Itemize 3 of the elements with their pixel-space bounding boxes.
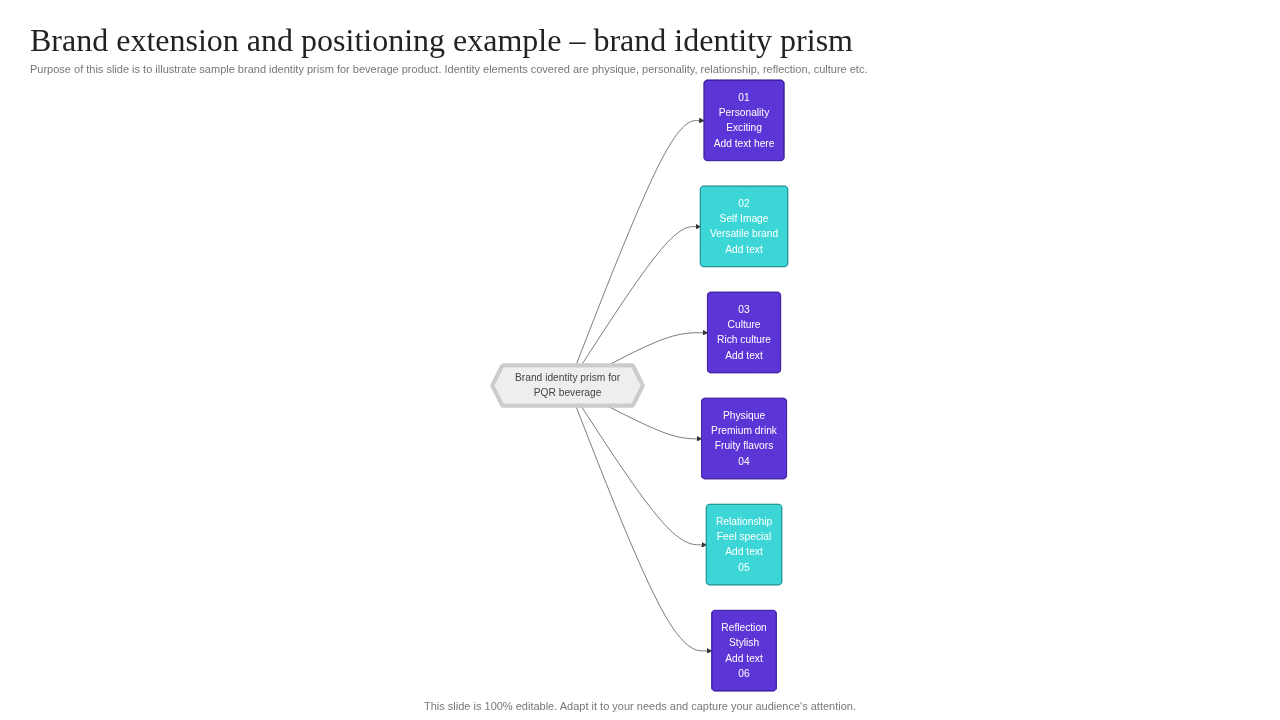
subtitle-text: Purpose of this slide is to illustrate sample brand identity prism for beverage product. Identity elements covered are physique, personality, relationship, reflection, culture etc. <box>30 63 869 75</box>
footer-note: This slide is 100% editable. Adapt it to your needs and capture your audience's attention. <box>423 700 857 712</box>
slide-title: Brand extension and positioning example – brand identity prism <box>30 22 854 59</box>
